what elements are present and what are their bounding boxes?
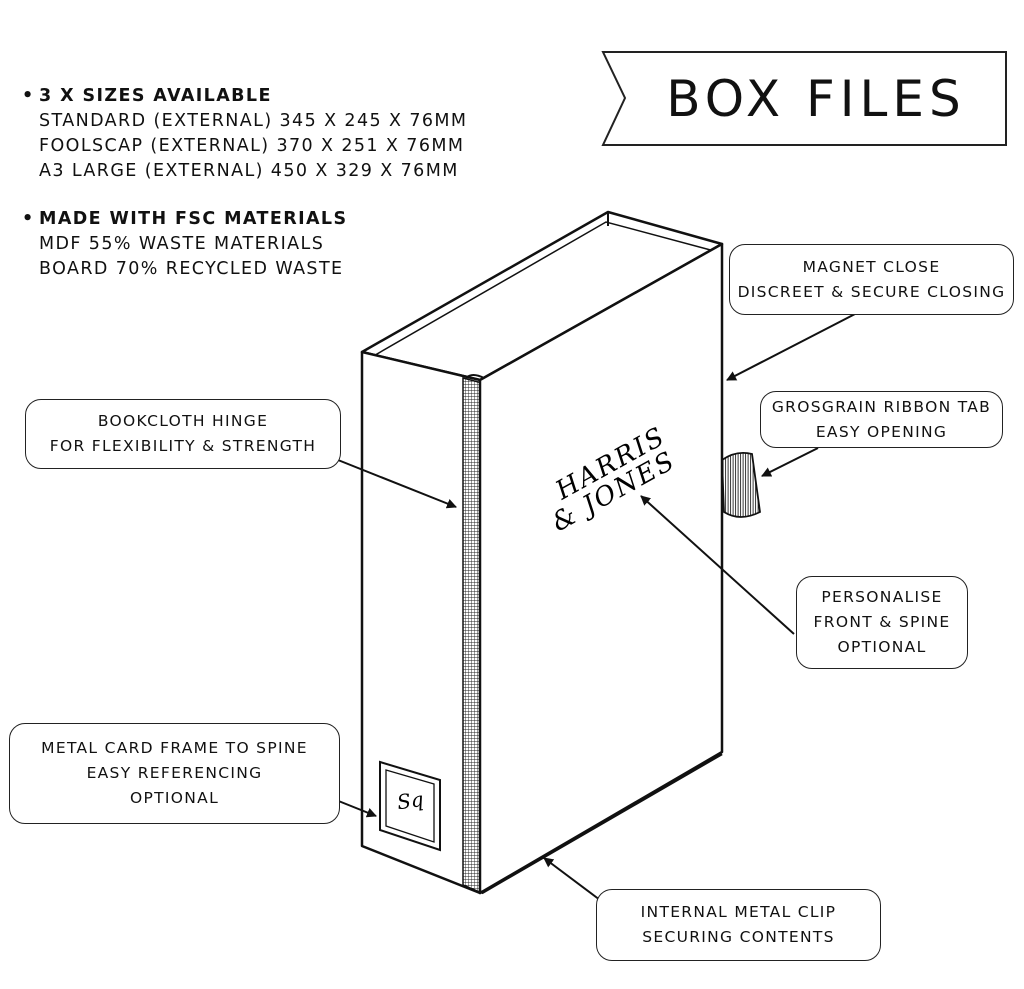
arrow-clip [543, 857, 601, 901]
arrow-ribbon [761, 447, 819, 477]
spec-heading-materials: MADE WITH FSC MATERIALS [39, 209, 348, 229]
callout-personalise: PERSONALISE FRONT & SPINE OPTIONAL [796, 576, 968, 669]
spec-line: BOARD 70% RECYCLED WASTE [39, 259, 344, 279]
callout-line: PERSONALISE [821, 588, 943, 606]
spec-line: STANDARD (EXTERNAL) 345 X 245 X 76MM [39, 111, 468, 131]
callout-line: EASY REFERENCING [86, 764, 263, 782]
callout-line: GROSGRAIN RIBBON TAB [771, 397, 992, 416]
callout-ribbon: GROSGRAIN RIBBON TAB EASY OPENING [760, 391, 1003, 448]
callout-line: OPTIONAL [837, 638, 927, 656]
arrow-magnet [726, 313, 856, 381]
spec-group-materials: • MADE WITH FSC MATERIALS MDF 55% WASTE … [22, 207, 467, 282]
box-front-corner [465, 374, 485, 379]
callout-line: SECURING CONTENTS [642, 928, 835, 946]
bullet-icon: • [22, 86, 35, 106]
page-title: BOX FILES [666, 69, 966, 128]
ribbon-tab [721, 451, 761, 518]
metal-card-frame [379, 760, 441, 852]
bullet-icon: • [22, 209, 35, 229]
callout-card-frame: METAL CARD FRAME TO SPINE EASY REFERENCI… [9, 723, 340, 824]
card-text: Sq [395, 787, 425, 814]
spec-list: • 3 X SIZES AVAILABLE STANDARD (EXTERNAL… [22, 84, 467, 305]
box-lid-edge [369, 221, 719, 359]
callout-line: MAGNET CLOSE [802, 257, 941, 276]
callout-line: OPTIONAL [129, 789, 220, 807]
callout-line: EASY OPENING [815, 422, 948, 441]
arrow-hinge [337, 459, 457, 509]
callout-line: METAL CARD FRAME TO SPINE [41, 739, 308, 757]
spec-line: FOOLSCAP (EXTERNAL) 370 X 251 X 76MM [39, 136, 465, 156]
title-banner [601, 51, 1007, 146]
callout-clip: INTERNAL METAL CLIP SECURING CONTENTS [596, 889, 881, 961]
spec-line: MDF 55% WASTE MATERIALS [39, 234, 325, 254]
box-front-face [478, 242, 724, 895]
callout-line: FOR FLEXIBILITY & STRENGTH [49, 437, 317, 455]
spec-heading-sizes: 3 X SIZES AVAILABLE [39, 86, 272, 106]
callout-line: INTERNAL METAL CLIP [640, 903, 837, 921]
box-bottom-edge [481, 752, 723, 895]
arrow-personalise [640, 495, 795, 635]
spec-line: A3 LARGE (EXTERNAL) 450 X 329 X 76MM [39, 161, 459, 181]
callout-magnet: MAGNET CLOSE DISCREET & SECURE CLOSING [729, 244, 1014, 315]
callout-line: DISCREET & SECURE CLOSING [737, 282, 1006, 301]
callout-line: FRONT & SPINE [813, 613, 951, 631]
callout-hinge: BOOKCLOTH HINGE FOR FLEXIBILITY & STRENG… [25, 399, 341, 469]
callout-line: BOOKCLOTH HINGE [97, 412, 269, 430]
spec-group-sizes: • 3 X SIZES AVAILABLE STANDARD (EXTERNAL… [22, 84, 467, 184]
arrow-card-frame [335, 799, 377, 818]
